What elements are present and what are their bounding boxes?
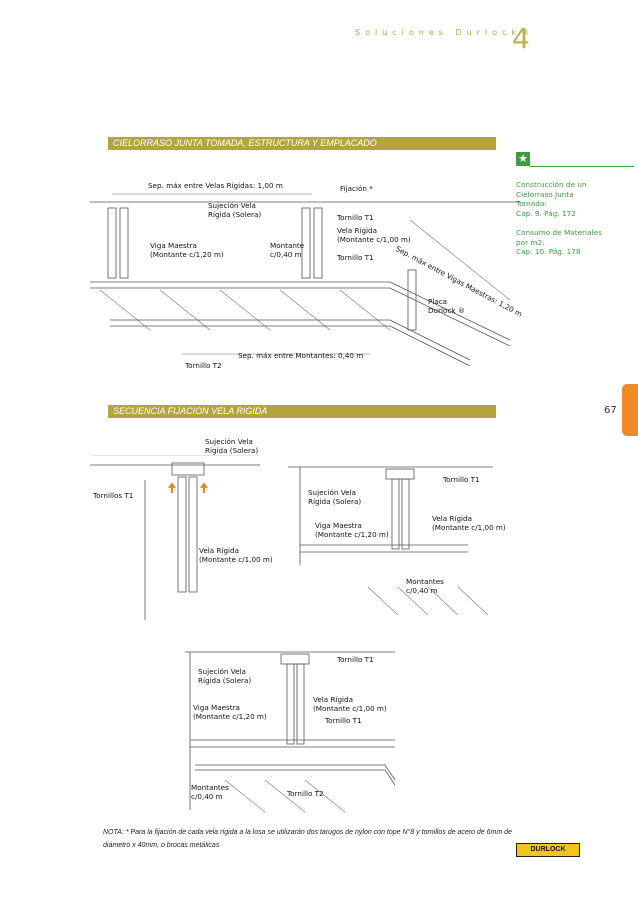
step3-label-tornillo-t1-a: Tornillo T1 <box>337 655 374 664</box>
section2-title: SECUENCIA FIJACION VELA RIGIDA <box>108 405 496 418</box>
sidebar-ref-construccion: Construcción de un Cielorraso Junta Toma… <box>516 180 587 218</box>
step3-label-vela: Vela Rígida (Montante c/1,00 m) <box>313 695 387 713</box>
page-number: 67 <box>604 405 617 416</box>
label-tornillo-t2: Tornillo T2 <box>185 361 222 370</box>
step3-label-montantes: Montantes c/0,40 m <box>191 783 229 801</box>
step2-label-vela: Vela Rígida (Montante c/1,00 m) <box>432 514 506 532</box>
sidebar-ref-consumo: Consumo de Materiales por m2: Cap. 10. P… <box>516 228 602 257</box>
star-icon: ★ <box>516 152 530 166</box>
sidebar-divider <box>530 166 634 167</box>
step3-label-tornillo-t2: Tornillo T2 <box>287 789 324 798</box>
label-fijacion: Fijación * <box>340 184 373 193</box>
step2-label-sujecion: Sujeción Vela Rígida (Solera) <box>308 488 362 506</box>
step1-label-tornillos: Tornillos T1 <box>93 491 134 500</box>
step2-label-montantes: Montantes c/0,40 m <box>406 577 444 595</box>
label-viga-maestra: Viga Maestra (Montante c/1,20 m) <box>150 241 224 259</box>
series-title: Soluciones Durlock® <box>355 28 535 37</box>
chapter-number: 4 <box>512 22 530 55</box>
label-sep-velas: Sep. máx entre Velas Rígidas: 1,00 m <box>148 181 283 190</box>
label-vela-rigida: Vela Rígida (Montante c/1,00 m) <box>337 226 411 244</box>
step3-label-viga: Viga Maestra (Montante c/1,20 m) <box>193 703 267 721</box>
step2-label-viga: Viga Maestra (Montante c/1,20 m) <box>315 521 389 539</box>
step1-label-sujecion: Sujeción Vela Rígida (Solera) <box>205 437 259 455</box>
label-montante: Montante c/0,40 m <box>270 241 305 259</box>
label-sep-montantes: Sep. máx entre Montantes: 0,40 m <box>238 351 364 360</box>
step3-label-sujecion: Sujeción Vela Rígida (Solera) <box>198 667 252 685</box>
ceiling-structure-diagram <box>90 193 520 367</box>
step2-label-tornillo: Tornillo T1 <box>443 475 480 484</box>
step3-diagram <box>185 651 396 813</box>
step1-label-vela: Vela Rígida (Montante c/1,00 m) <box>199 546 273 564</box>
label-tornillo-t1-a: Tornillo T1 <box>337 213 374 222</box>
label-sujecion: Sujeción Vela Rígida (Solera) <box>208 201 262 219</box>
step1-diagram <box>90 455 260 620</box>
section1-title: CIELORRASO JUNTA TOMADA, ESTRUCTURA Y EM… <box>108 137 496 150</box>
footnote: NOTA: * Para la fijación de cada vela rí… <box>103 829 512 849</box>
durlock-logo: DURLOCK <box>516 843 580 857</box>
label-placa: Placa Durlock ® <box>428 297 466 315</box>
step3-label-tornillo-t1-b: Tornillo T1 <box>325 716 362 725</box>
step2-diagram <box>288 466 493 616</box>
page-tab <box>622 384 638 436</box>
label-tornillo-t1-b: Tornillo T1 <box>337 253 374 262</box>
